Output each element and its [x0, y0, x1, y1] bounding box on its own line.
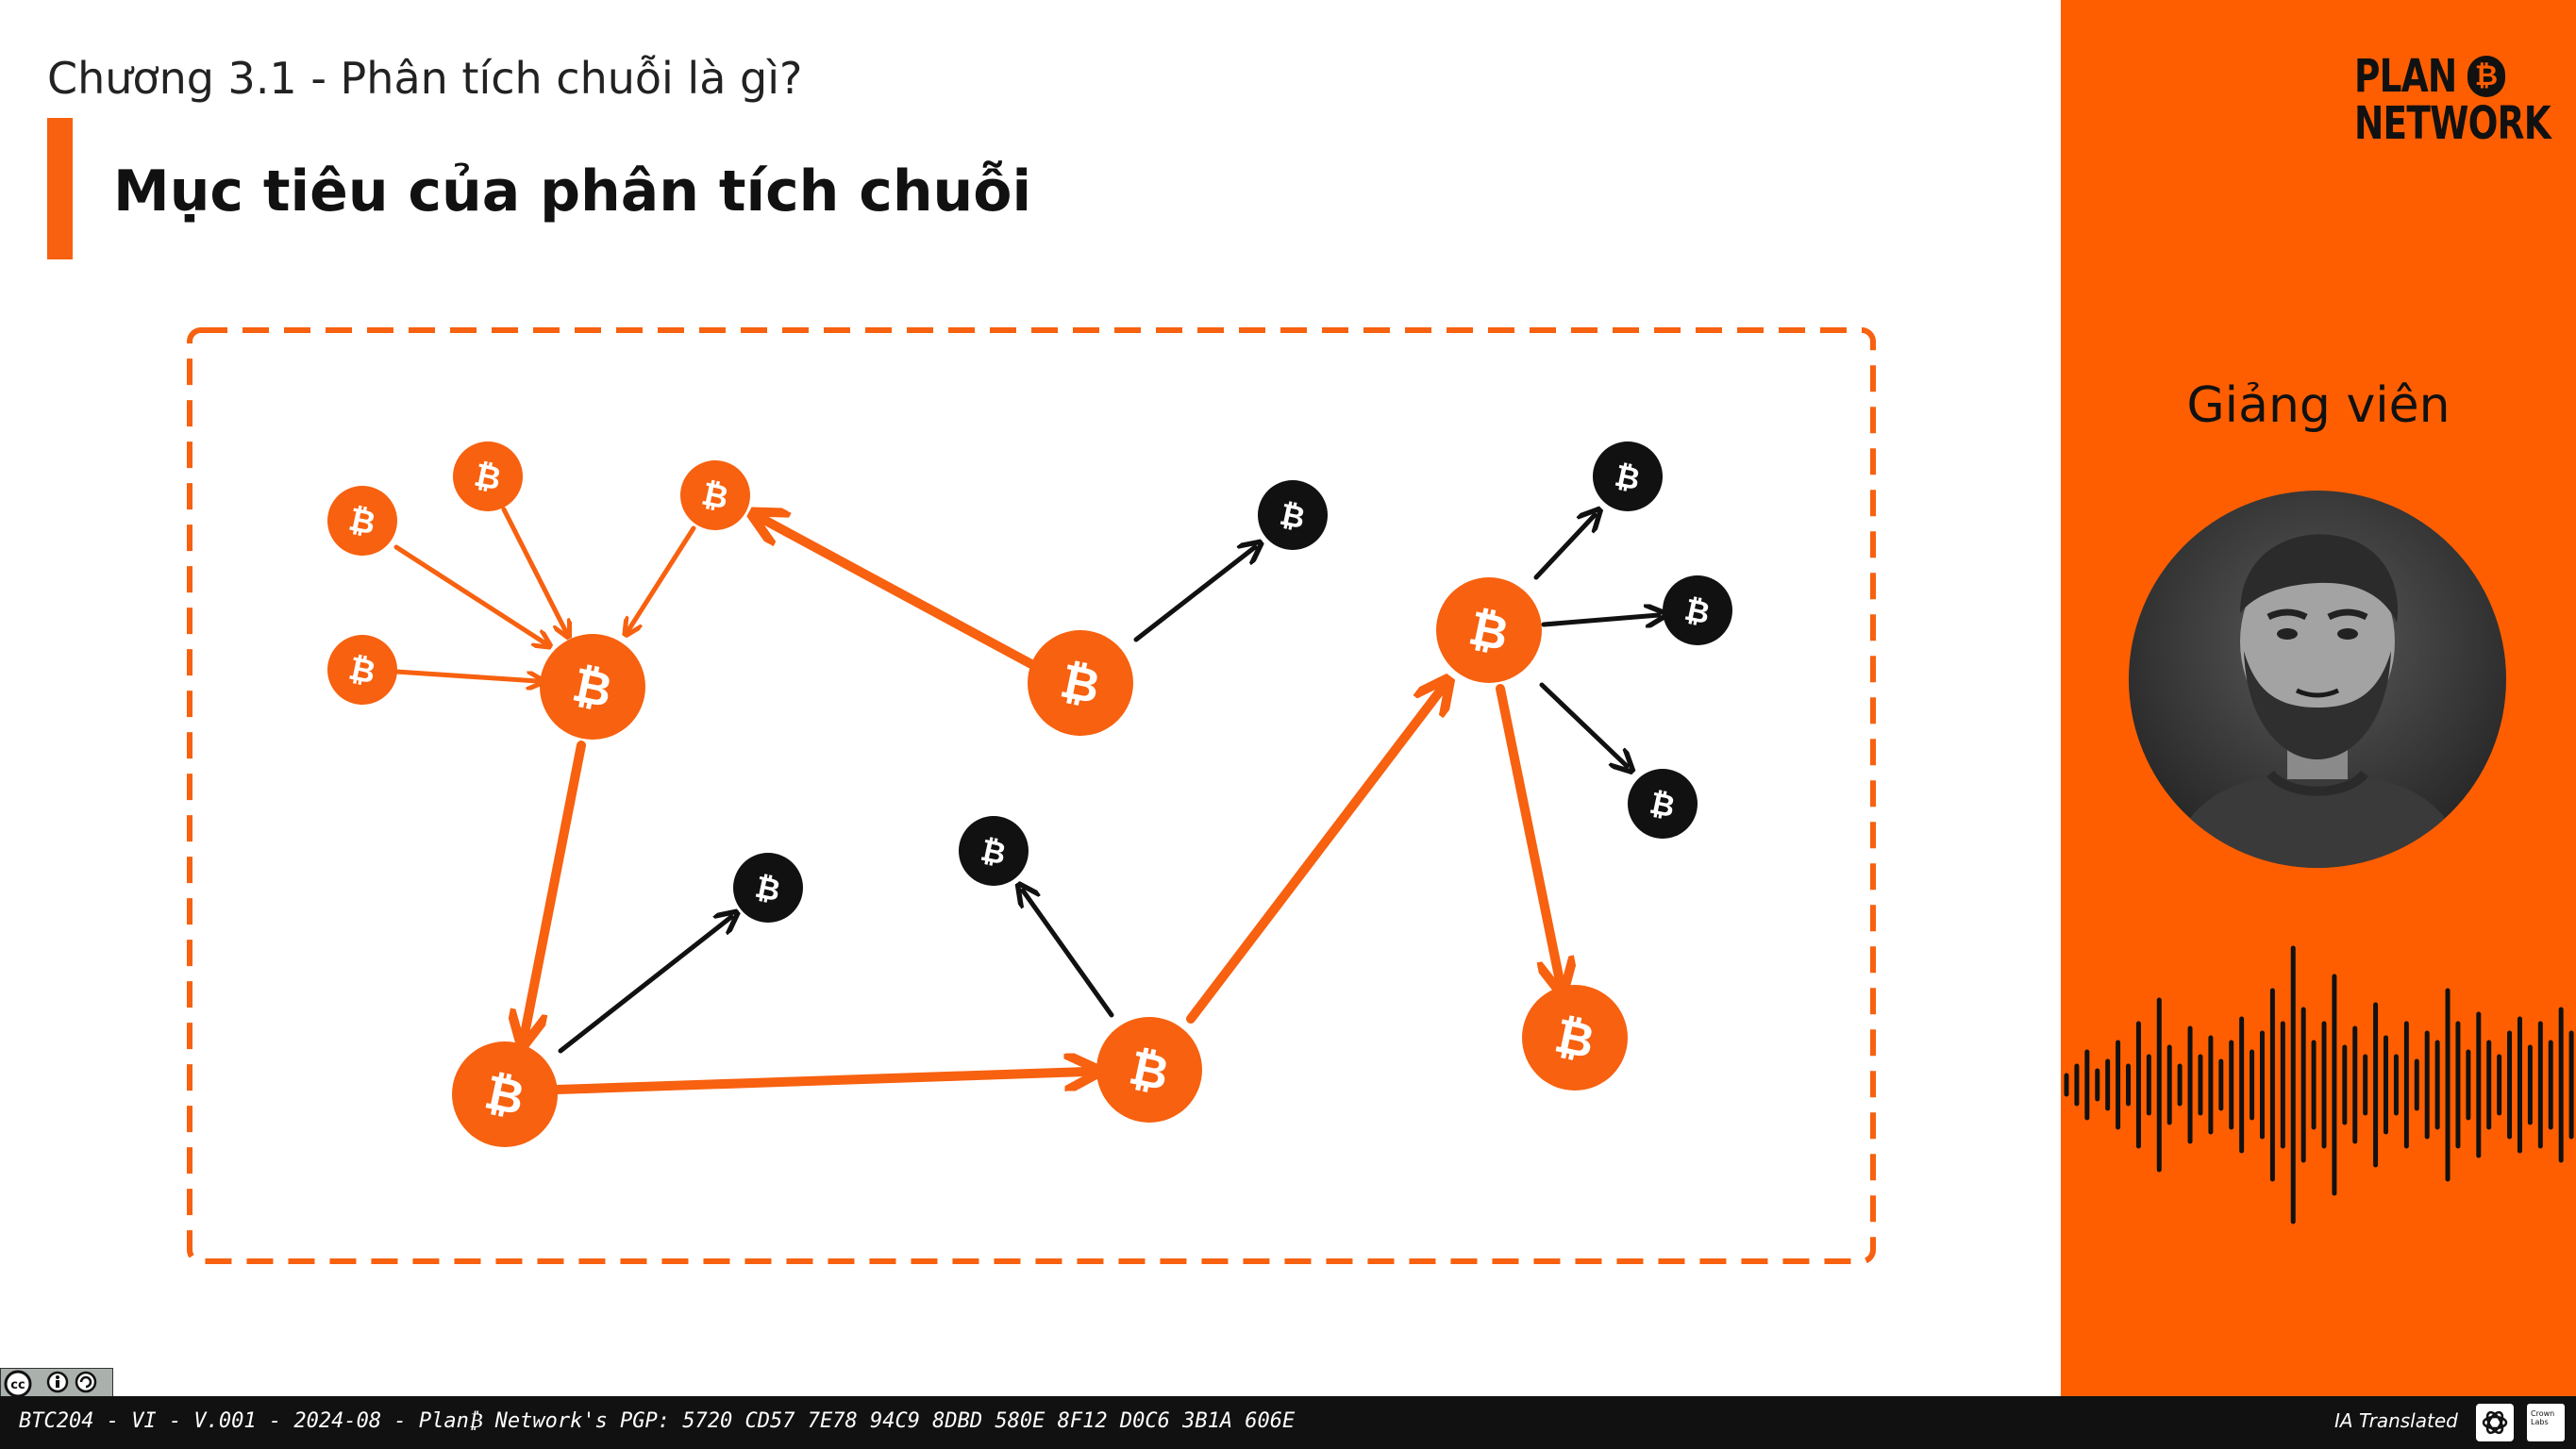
arrow-d1-k4	[1539, 682, 1627, 766]
logo-text-network: NETWORK	[2354, 97, 2551, 150]
bitcoin-icon: ₿	[680, 460, 750, 530]
slide-content: Chương 3.1 - Phân tích chuỗi là gì? Mục …	[47, 53, 1876, 1264]
bitcoin-icon: ₿	[959, 816, 1029, 886]
arrow-c1-c2	[552, 1072, 1087, 1094]
bitcoin-icon: ₿	[1593, 441, 1663, 511]
arrow-d1-e1	[1496, 684, 1560, 981]
instructor-label: Giảng viên	[2186, 377, 2451, 434]
bitcoin-icon: ₿	[1522, 985, 1628, 1091]
logo-bitcoin-badge: ₿	[2467, 56, 2505, 97]
plan-b-network-logo: PLAN ₿ NETWORK	[2354, 50, 2551, 157]
black-arrows	[558, 515, 1659, 1054]
footer-course-info: BTC204 - VI - V.001 - 2024-08 - Plan₿ Ne…	[19, 1409, 1296, 1433]
arrow-c1-k5	[558, 917, 731, 1054]
audio-waveform-icon	[2064, 945, 2574, 1224]
bitcoin-icon: ₿	[540, 634, 645, 740]
bitcoin-icon: ₿	[453, 441, 523, 511]
bitcoin-icon: ₿	[327, 486, 397, 556]
partner-logo-text: Crown Labs	[2531, 1409, 2555, 1426]
arrow-d1-k3	[1541, 615, 1659, 625]
title-accent-bar	[47, 118, 73, 259]
ia-translated-label: IA Translated	[2334, 1409, 2458, 1432]
arrow-a4-hub	[393, 669, 538, 681]
openai-icon	[2476, 1404, 2514, 1441]
arrow-hub-c1	[525, 741, 586, 1034]
footer-bar: BTC204 - VI - V.001 - 2024-08 - Plan₿ Ne…	[0, 1396, 2576, 1449]
page-title: Mục tiêu của phân tích chuỗi	[113, 158, 1032, 225]
logo-text-plan: PLAN	[2354, 50, 2457, 103]
arrow-d1-k2	[1533, 515, 1595, 580]
orange-arrows	[393, 507, 1560, 1094]
bitcoin-icon: ₿	[1028, 630, 1133, 736]
bitcoin-icon: ₿	[1096, 1017, 1202, 1123]
arrow-b1-a3	[762, 519, 1036, 669]
dashed-frame	[187, 327, 1876, 1264]
arrow-a2-hub	[501, 507, 566, 632]
breadcrumb: Chương 3.1 - Phân tích chuỗi là gì?	[47, 53, 803, 104]
bitcoin-icon: ₿	[1628, 769, 1698, 839]
bitcoin-icon: ₿	[1436, 577, 1542, 683]
bitcoin-icon: ₿	[733, 853, 803, 923]
arrow-a1-hub	[393, 544, 545, 643]
arrow-b1-k1	[1133, 547, 1255, 642]
bitcoin-icon: ₿	[1258, 480, 1328, 550]
chain-analysis-diagram: ₿ ₿ ₿ ₿ ₿ ₿ ₿ ₿ ₿ ₿ ₿ ₿ ₿ ₿ ₿ ₿	[187, 327, 1876, 1264]
arrow-c2-d1	[1186, 689, 1442, 1024]
bitcoin-icon: ₿	[452, 1041, 558, 1147]
bitcoin-icon: ₿	[1663, 575, 1732, 645]
bitcoin-icon: ₿	[327, 635, 397, 705]
arrow-a3-hub	[628, 525, 696, 630]
arrow-c2-k6	[1023, 891, 1114, 1018]
cc-by-sa-icon: cc	[0, 1368, 113, 1400]
svg-text:cc: cc	[10, 1378, 25, 1392]
partner-logo-icon: Crown Labs	[2527, 1404, 2565, 1441]
instructor-avatar	[2129, 491, 2506, 868]
bitcoin-nodes: ₿ ₿ ₿ ₿ ₿ ₿ ₿ ₿ ₿ ₿ ₿ ₿ ₿ ₿ ₿ ₿	[327, 441, 1732, 1147]
